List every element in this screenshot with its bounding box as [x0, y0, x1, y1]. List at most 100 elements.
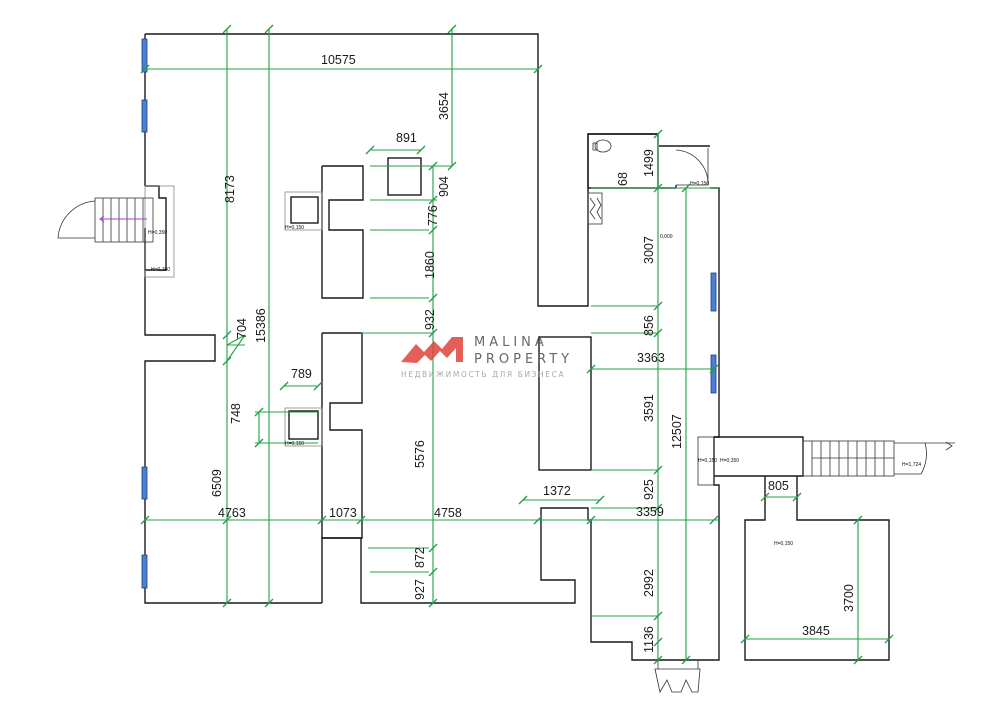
dimension-tick: [853, 515, 863, 525]
dim-789: 789: [291, 367, 312, 381]
dimension-tick: [792, 492, 802, 502]
dim-925: 925: [642, 479, 656, 500]
dimension-tick: [653, 655, 663, 665]
dimension-tick: [740, 634, 750, 644]
dimension-tick: [365, 145, 375, 155]
dimension-tick: [428, 567, 438, 577]
dimension-tick: [533, 64, 543, 74]
dimension-tick: [140, 515, 150, 525]
dimension-tick: [264, 598, 274, 608]
dimension-tick: [653, 465, 663, 475]
dimension-tick: [853, 655, 863, 665]
dim-2992: 2992: [642, 569, 656, 597]
left-stair: [57, 185, 175, 278]
dimension-tick: [653, 129, 663, 139]
dim-6509: 6509: [210, 469, 224, 497]
dimension-leader: [226, 334, 246, 362]
dimension-tick: [653, 503, 663, 513]
dim-3654: 3654: [437, 92, 451, 120]
dim-1073: 1073: [329, 506, 357, 520]
level-room-right: H=0,150: [774, 541, 793, 547]
dimension-tick: [447, 24, 457, 34]
dim-872: 872: [413, 547, 427, 568]
dimension-tick: [760, 492, 770, 502]
dim-3591: 3591: [642, 394, 656, 422]
dim-12507: 12507: [670, 414, 684, 449]
dim-1136: 1136: [642, 626, 656, 653]
dim-776: 776: [426, 205, 440, 226]
dimension-tick: [681, 183, 691, 193]
dim-8173: 8173: [223, 175, 237, 203]
dim-4763: 4763: [218, 506, 246, 520]
windows: [141, 38, 717, 589]
dimension-tick: [428, 161, 438, 171]
logo-line-1: MALINA: [474, 335, 548, 350]
dimension-tick: [884, 634, 894, 644]
level-column-bottom: H=0,150: [285, 441, 304, 447]
dim-15386: 15386: [254, 308, 268, 343]
dimension-tick: [428, 598, 438, 608]
dimension-tick: [222, 515, 232, 525]
dimension-tick: [222, 330, 232, 340]
dimension-tick: [317, 515, 327, 525]
dimension-tick: [222, 598, 232, 608]
dimension-tick: [595, 495, 605, 505]
brand-logo: MALINA PROPERTY НЕДВИЖИМОСТЬ ДЛЯ БИЗНЕСА: [401, 335, 573, 379]
columns: [284, 157, 592, 539]
dim-927: 927: [413, 579, 427, 600]
dim-68: 68: [616, 172, 630, 186]
dimension-tick: [653, 611, 663, 621]
dimension-tick: [313, 381, 323, 391]
dim-3007: 3007: [642, 236, 656, 264]
logo-line-2: PROPERTY: [474, 352, 573, 367]
dimension-tick: [518, 495, 528, 505]
dim-3359: 3359: [636, 505, 664, 519]
dimension-lines: [140, 24, 894, 665]
dimension-tick: [428, 293, 438, 303]
dimension-tick: [279, 381, 289, 391]
dim-5576: 5576: [413, 440, 427, 468]
dimension-tick: [428, 328, 438, 338]
dimension-tick: [356, 515, 366, 525]
wc-fixtures: [587, 139, 715, 694]
dimension-tick: [681, 655, 691, 665]
dim-805: 805: [768, 479, 789, 493]
right-stair: [802, 440, 955, 477]
dimension-tick: [428, 225, 438, 235]
dimension-tick: [416, 145, 426, 155]
dim-856: 856: [642, 315, 656, 336]
dimension-tick: [653, 637, 663, 647]
dimension-tick: [709, 364, 719, 374]
dimension-tick: [653, 328, 663, 338]
level-corridor-b: H=0,350: [720, 458, 739, 464]
dimension-tick: [222, 24, 232, 34]
dimension-tick: [428, 195, 438, 205]
dim-704: 704: [235, 318, 249, 339]
dim-10575: 10575: [321, 53, 356, 67]
level-stair-left-low: H=0,150: [151, 267, 170, 273]
dimension-labels: 10575 3654 891 904 8173 776 1860 932 704…: [210, 53, 856, 653]
dim-3845: 3845: [802, 624, 830, 638]
level-zero: 0,000: [660, 234, 673, 240]
dim-748: 748: [229, 403, 243, 424]
level-column-top: H=0,150: [285, 225, 304, 231]
logo-mark-icon: [401, 337, 463, 363]
level-wc: H=0,150: [690, 181, 709, 187]
dimension-tick: [254, 407, 264, 417]
dim-932: 932: [423, 309, 437, 330]
dimension-tick: [653, 183, 663, 193]
dimension-tick: [447, 161, 457, 171]
dim-1860: 1860: [423, 251, 437, 279]
dim-1372: 1372: [543, 484, 571, 498]
level-labels: H=0,350 H=0,150 H=0,150 H=0,150 H=0,150 …: [148, 181, 921, 547]
level-corridor-a: H=0,150: [698, 458, 717, 464]
dim-1499: 1499: [642, 149, 656, 177]
dimension-tick: [254, 438, 264, 448]
dimension-tick: [264, 24, 274, 34]
dim-4758: 4758: [434, 506, 462, 520]
level-stair-right: H=1,724: [902, 462, 921, 468]
logo-tagline: НЕДВИЖИМОСТЬ ДЛЯ БИЗНЕСА: [401, 370, 565, 379]
dimension-tick: [140, 64, 150, 74]
dim-3700: 3700: [842, 584, 856, 612]
